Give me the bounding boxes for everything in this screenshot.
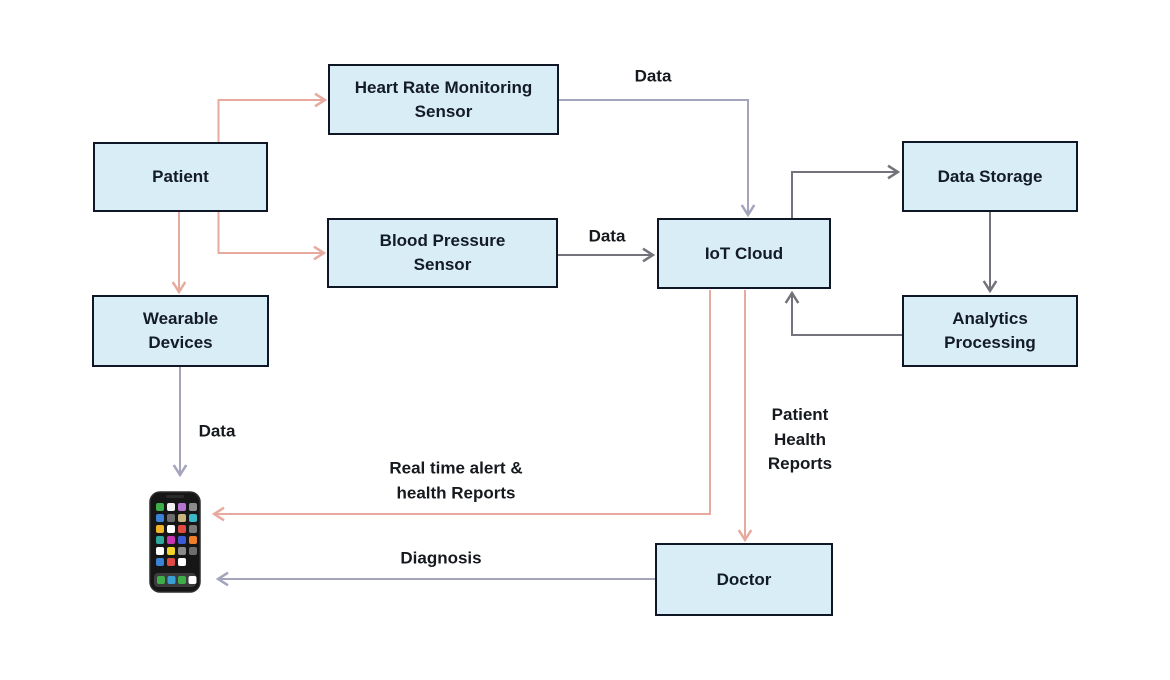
node-iot-cloud-label: IoT Cloud (704, 243, 784, 263)
connector-patient-to-blood-pressure (217, 212, 327, 261)
node-blood-pressure-sensor: Blood Pressure Sensor (327, 218, 558, 288)
edge-label-blood-pressure-data: Data (588, 226, 626, 246)
edge-label-patient-health-reports: Patient Health Reports (767, 405, 833, 474)
node-data-storage-label: Data Storage (937, 166, 1043, 186)
node-blood-pressure-sensor-label: Blood Pressure Sensor (379, 231, 506, 274)
node-wearable-devices: Wearable Devices (92, 295, 269, 367)
connector-heart-rate-to-cloud (559, 99, 756, 218)
edge-label-wearable-data: Data (198, 421, 236, 441)
connector-analytics-to-cloud (784, 290, 902, 336)
node-analytics-processing: Analytics Processing (902, 295, 1078, 367)
node-wearable-devices-label: Wearable Devices (142, 309, 219, 352)
connector-cloud-to-data-storage (791, 164, 901, 218)
connector-patient-to-heart-rate (217, 92, 328, 142)
node-iot-cloud: IoT Cloud (657, 218, 831, 289)
node-patient: Patient (93, 142, 268, 212)
edge-label-diagnosis: Diagnosis (400, 548, 482, 568)
edge-label-realtime-alert: Real time alert & health Reports (389, 458, 523, 502)
node-analytics-processing-label: Analytics Processing (944, 309, 1036, 352)
node-patient-label: Patient (152, 167, 209, 187)
edge-label-heart-rate-data: Data (634, 66, 672, 86)
smartphone-icon (149, 491, 201, 593)
node-data-storage: Data Storage (902, 141, 1078, 212)
node-doctor: Doctor (655, 543, 833, 616)
node-heart-rate-sensor: Heart Rate Monitoring Sensor (328, 64, 559, 135)
connector-cloud-to-smartphone (211, 290, 711, 522)
node-doctor-label: Doctor (716, 569, 772, 589)
node-heart-rate-sensor-label: Heart Rate Monitoring Sensor (354, 77, 533, 121)
